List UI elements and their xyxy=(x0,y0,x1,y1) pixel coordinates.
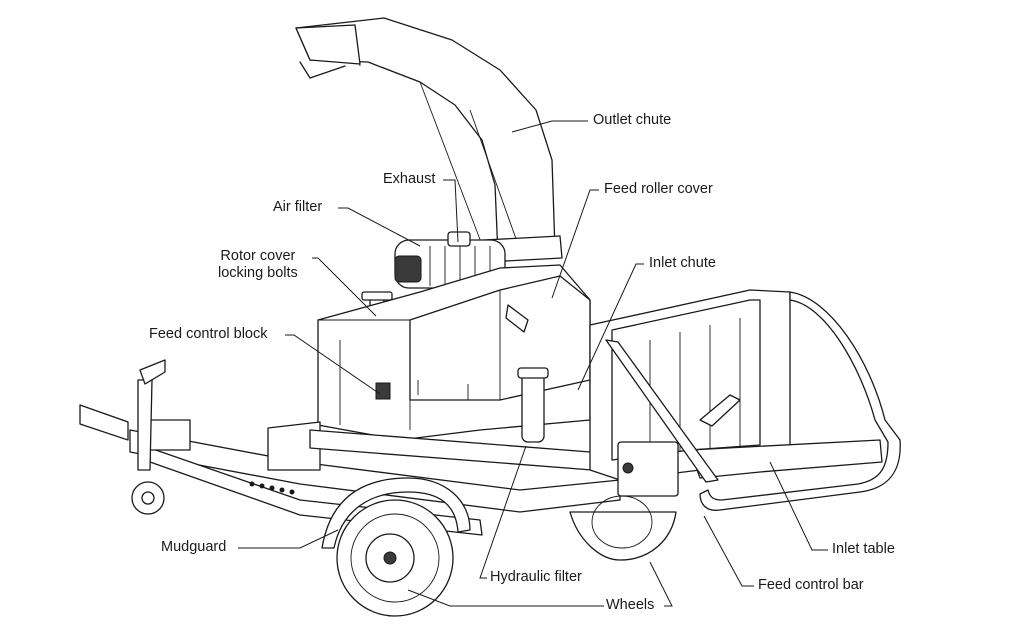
leader-mudguard xyxy=(238,529,339,549)
leader-rotor-cover-bolts xyxy=(312,257,377,317)
label-wheels: Wheels xyxy=(606,597,655,613)
leader-wheels-left xyxy=(407,589,604,607)
label-feed-control-block: Feed control block xyxy=(149,326,268,342)
label-hydraulic-filter: Hydraulic filter xyxy=(490,569,582,585)
leader-feed-control-bar xyxy=(703,515,754,587)
leader-lines xyxy=(238,120,828,607)
leader-outlet-chute xyxy=(511,120,588,133)
leader-exhaust xyxy=(443,179,459,243)
label-mudguard: Mudguard xyxy=(161,539,227,555)
leader-inlet-table xyxy=(769,461,828,551)
leader-wheels-right xyxy=(649,561,673,607)
label-inlet-table: Inlet table xyxy=(832,541,895,557)
leader-feed-control-block xyxy=(285,334,381,395)
outlet-chute-drawing xyxy=(295,17,563,263)
main-housing-drawing xyxy=(317,264,591,443)
leader-air-filter xyxy=(338,207,421,247)
label-air-filter: Air filter xyxy=(273,199,323,215)
label-outlet-chute: Outlet chute xyxy=(593,112,672,128)
label-exhaust: Exhaust xyxy=(383,171,436,187)
inlet-drawing xyxy=(589,289,901,511)
leader-feed-roller-cover xyxy=(551,189,599,299)
label-inlet-chute: Inlet chute xyxy=(649,255,716,271)
wheels-drawing xyxy=(321,477,677,617)
leader-hydraulic-filter xyxy=(479,445,527,579)
label-feed-control-bar: Feed control bar xyxy=(758,577,864,593)
leader-inlet-chute xyxy=(577,263,644,391)
label-rotor-cover-locking-bolts: Rotor cover locking bolts xyxy=(218,248,298,281)
label-feed-roller-cover: Feed roller cover xyxy=(604,181,713,197)
